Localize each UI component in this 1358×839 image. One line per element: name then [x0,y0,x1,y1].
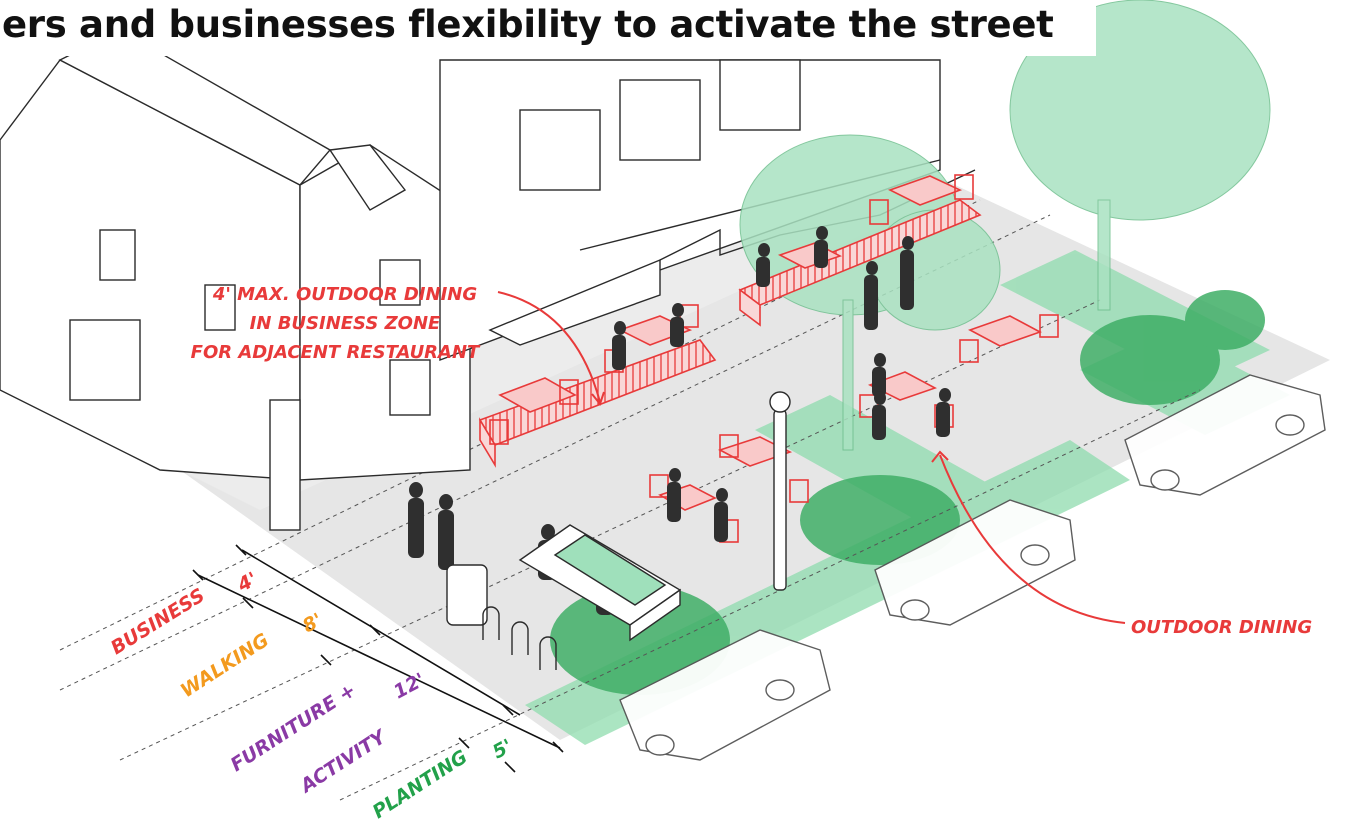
shrubs [550,290,1265,695]
street-lamp [769,391,791,591]
dining-tables [498,175,1042,511]
business-dining-parklet-right [738,199,982,327]
parked-cars [619,374,1326,761]
zone-furniture-width: 12' [390,669,429,704]
outdoor-dining-callout: OUTDOOR DINING [1131,617,1312,638]
dimension-line [192,544,564,773]
street-furniture [446,564,557,670]
zone-business-width: 4' [233,568,261,597]
zone-walking-width: 8' [299,609,326,637]
zone-business-label: BUSINESS [107,584,209,659]
zone-walking-label: WALKING [177,629,273,702]
business-dining-callout: 4' MAX. OUTDOOR DINING IN BUSINESS ZONE … [191,284,481,363]
bench-planter [518,524,682,642]
callout-line-2: IN BUSINESS ZONE [250,313,441,334]
headline: ers and businesses flexibility to activa… [0,0,1096,56]
callout-arrows [497,291,1126,624]
building-center [439,59,976,362]
house-left [0,29,471,531]
callout-line-3: FOR ADJACENT RESTAURANT [191,342,481,363]
zone-planting-label: PLANTING [369,746,472,823]
zone-activity-label: ACTIVITY [295,725,392,798]
callout-line-1: 4' MAX. OUTDOOR DINING [212,284,477,305]
business-dining-arrow [497,291,601,403]
zone-planting-width: 5' [489,735,516,763]
outdoor-dining-arrow [939,454,1126,624]
